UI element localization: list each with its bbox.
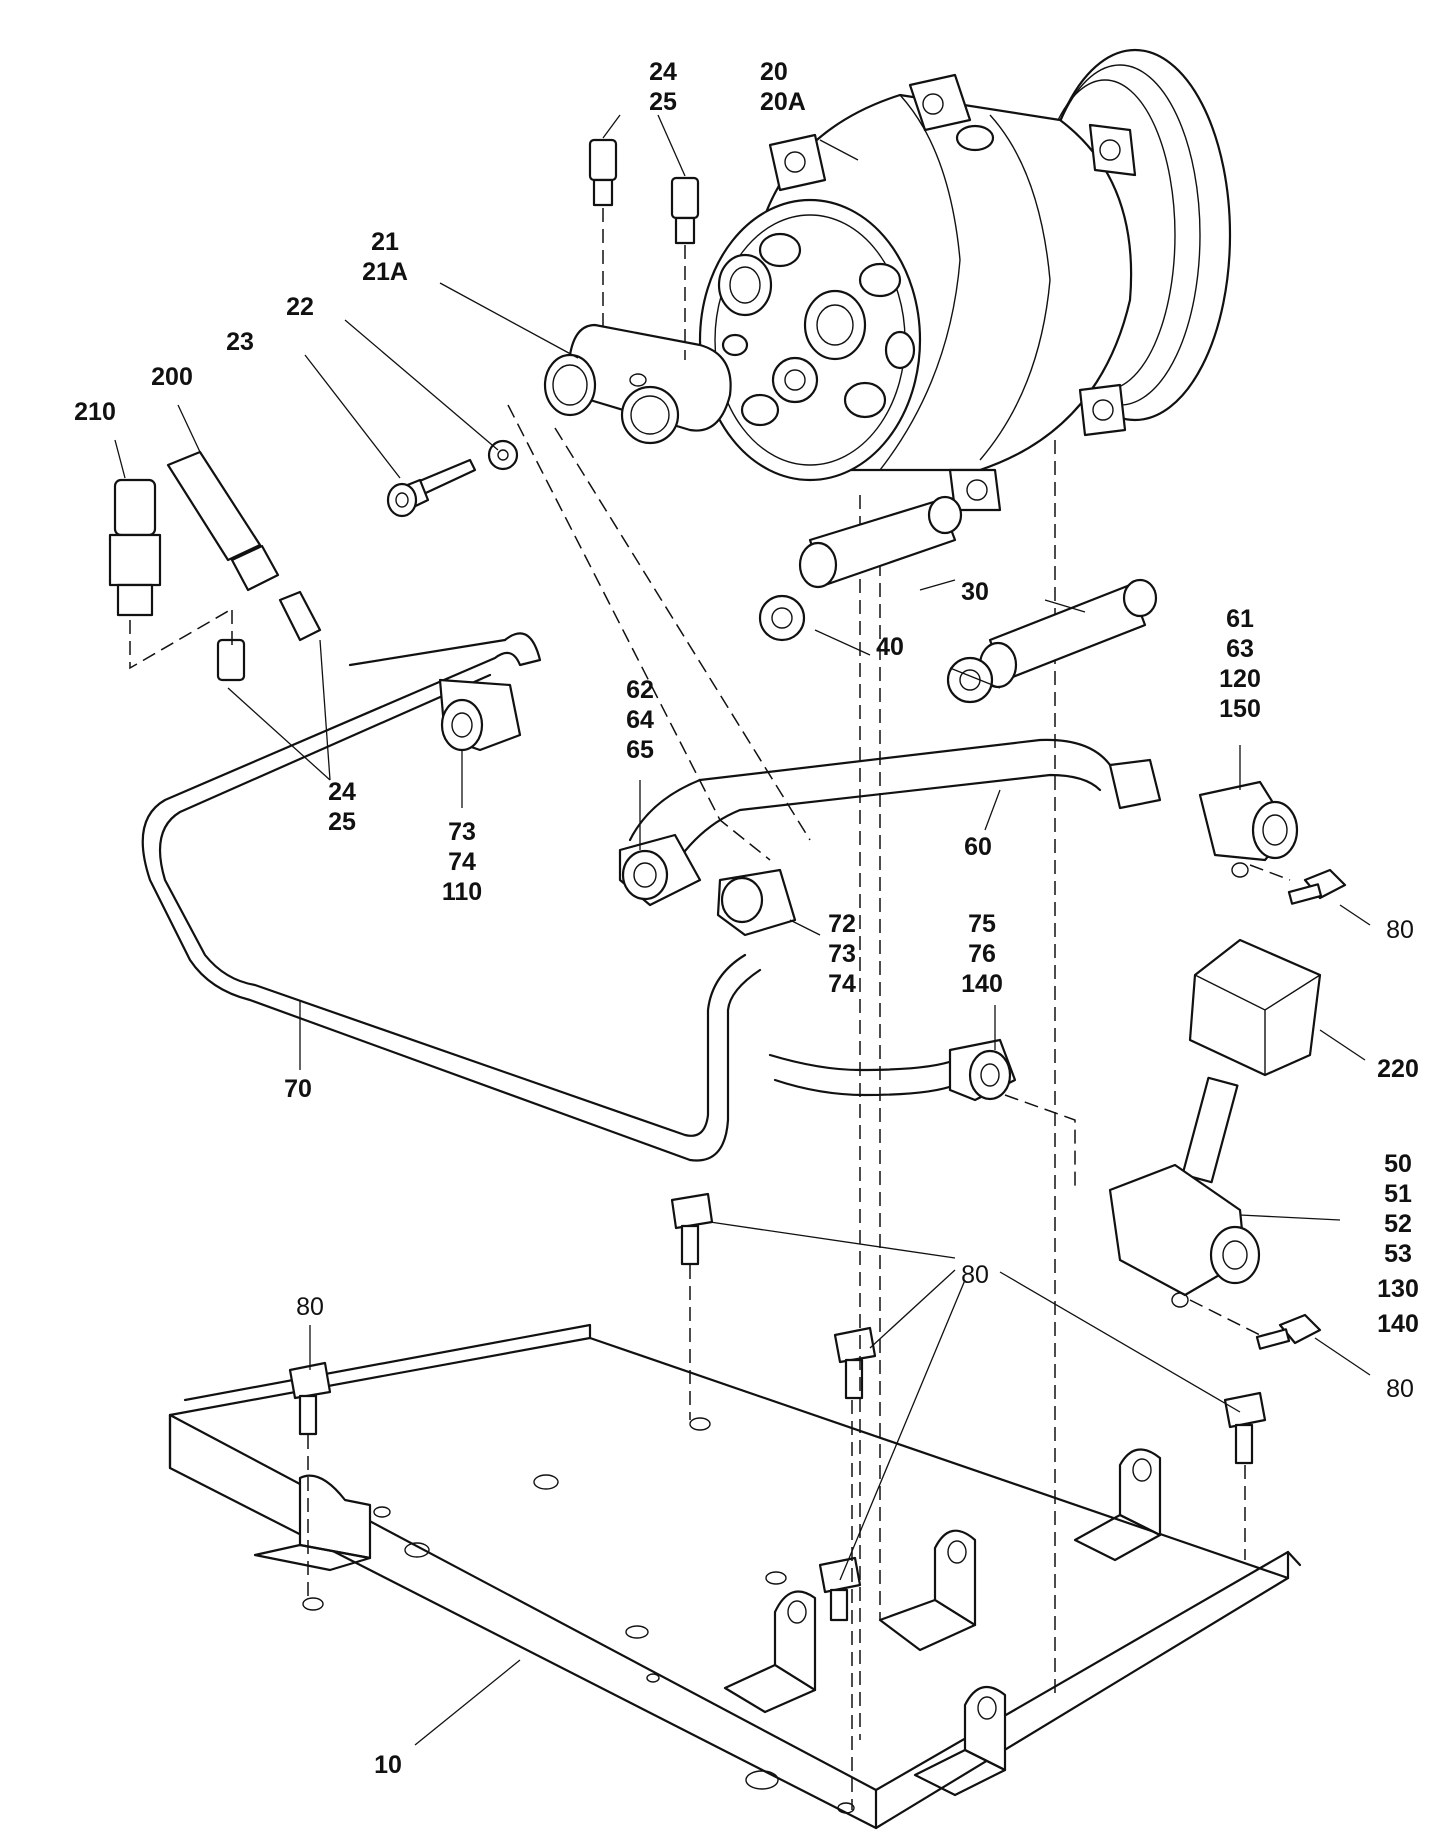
bolt-80-far-right [1223, 1391, 1267, 1465]
callout-80-right: 80 [1386, 916, 1414, 944]
leader-lines [114, 114, 1371, 1746]
callout-text: 63 [1226, 635, 1254, 663]
base-plate [168, 1323, 1302, 1830]
callout-text: 25 [649, 88, 677, 116]
callout-text: 73 [828, 940, 856, 968]
bolt-80-right-lower [1255, 1313, 1322, 1350]
nut-72 [716, 868, 797, 937]
callout-text: 150 [1219, 695, 1261, 723]
service-valve-top-right [670, 176, 700, 245]
manifold-block [543, 323, 732, 445]
callout-200: 200 [151, 363, 193, 391]
solenoid-coil-220 [1188, 938, 1322, 1077]
hose-60 [628, 738, 1162, 892]
spacer-30-lower [978, 578, 1158, 689]
callout-text: 72 [828, 910, 856, 938]
callout-70: 70 [284, 1075, 312, 1103]
callout-text: 52 [1384, 1210, 1412, 1238]
callout-text: 76 [968, 940, 996, 968]
pressure-switch-210 [108, 478, 162, 617]
service-valve-mid [216, 638, 246, 682]
hose-75 [768, 1053, 957, 1097]
callout-72: 72 73 74 [828, 910, 856, 998]
callout-75: 75 76 140 [961, 910, 1003, 998]
callout-text: 110 [442, 878, 482, 906]
callout-10: 10 [374, 1751, 402, 1779]
callout-62: 62 64 65 [626, 676, 654, 764]
callout-text: 130 [1377, 1275, 1419, 1303]
callout-text: 61 [1226, 605, 1254, 633]
callout-text: 73 [448, 818, 476, 846]
callout-text: 53 [1384, 1240, 1412, 1268]
callout-text: 50 [1384, 1150, 1412, 1178]
callout-text: 65 [626, 736, 654, 764]
callout-22: 22 [286, 293, 314, 321]
callout-20: 20 20A [760, 58, 806, 116]
callout-text: 24 [649, 58, 677, 86]
callout-text: 120 [1219, 665, 1261, 693]
callout-text: 21A [362, 258, 408, 286]
callout-text: 20 [760, 58, 788, 86]
bolt-80-left [288, 1361, 332, 1436]
callout-24-25-mid: 24 25 [328, 778, 356, 836]
callout-80-left: 80 [296, 1293, 324, 1321]
callout-220: 220 [1377, 1055, 1419, 1083]
callout-61: 61 63 120 150 [1219, 605, 1261, 723]
callout-text: 140 [1377, 1310, 1419, 1338]
solenoid-valve-50 [1108, 1076, 1261, 1308]
pressure-switch-200 [166, 450, 322, 642]
callout-text: 64 [626, 706, 654, 734]
callout-73: 73 74 110 [442, 818, 482, 906]
callout-text: 51 [1384, 1180, 1412, 1208]
callout-80-lower: 80 [1386, 1375, 1414, 1403]
callout-text: 74 [828, 970, 856, 998]
callout-text: 62 [626, 676, 654, 704]
callout-210: 210 [74, 398, 116, 426]
callout-text: 75 [968, 910, 996, 938]
bolt-40-upper [758, 594, 806, 642]
spacer-30-upper [798, 495, 963, 589]
cap-screw [386, 458, 477, 518]
bolt-80-plate [818, 1556, 862, 1622]
callout-text: 21 [371, 228, 399, 256]
callout-text: 25 [328, 808, 356, 836]
bolt-80-center [670, 1192, 714, 1266]
compressor [698, 48, 1232, 512]
nut-73 [438, 678, 522, 752]
hose-70 [141, 632, 762, 1162]
callout-60: 60 [964, 833, 992, 861]
nut-62 [618, 833, 702, 907]
nut-75 [948, 1038, 1017, 1102]
callout-50: 50 51 52 53 130 140 [1377, 1150, 1419, 1338]
callout-text: 24 [328, 778, 356, 806]
callout-text: 20A [760, 88, 806, 116]
callout-23: 23 [226, 328, 254, 356]
service-valve-top-left [588, 138, 618, 207]
callout-40: 40 [876, 633, 904, 661]
bolt-80-mid [833, 1326, 877, 1400]
callout-text: 140 [961, 970, 1003, 998]
callout-21: 21 21A [362, 228, 408, 286]
callout-24-25-top: 24 25 [649, 58, 677, 116]
callout-80-mid: 80 [961, 1261, 989, 1289]
callout-text: 74 [448, 848, 476, 876]
bolt-40-lower [946, 656, 994, 704]
bolt-80-right-upper [1287, 868, 1347, 905]
callout-30: 30 [961, 578, 989, 606]
fitting-61 [1198, 780, 1299, 878]
